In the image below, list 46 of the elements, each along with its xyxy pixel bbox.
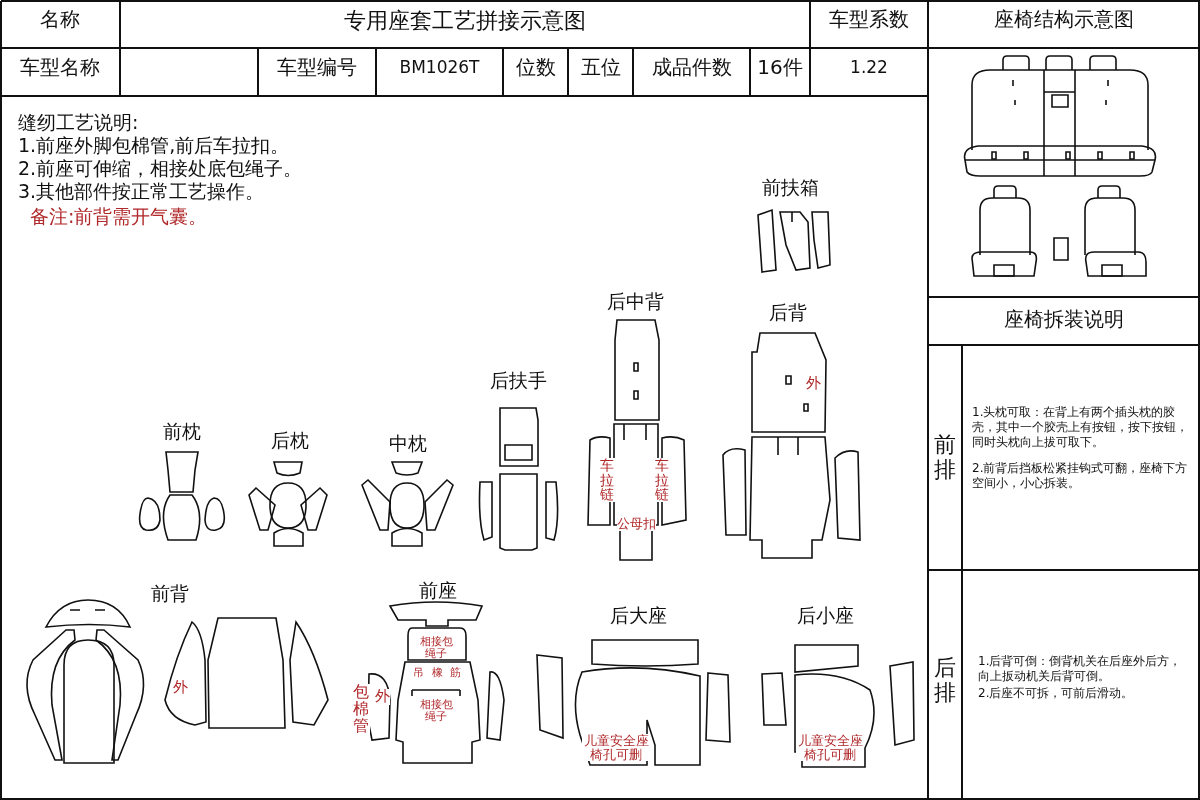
table-label: 名称 (39, 8, 81, 31)
table-label: 成品件数 (650, 56, 733, 79)
part-label: 前背 (150, 583, 190, 605)
note-text: 2.前座可伸缩，相接处底包绳子。 (18, 158, 304, 180)
note-text: 3.其他部件按正常工艺操作。 (18, 181, 266, 203)
part-label: 后背 (768, 302, 808, 324)
part-label: 前座 (418, 580, 458, 602)
table-value: 五位 (579, 56, 622, 79)
part-label: 前扶箱 (760, 177, 820, 199)
sewing-note: 相接包绳子 (418, 636, 454, 660)
table-value: 16件 (756, 56, 804, 79)
table-label: 位数 (514, 56, 557, 79)
table-value: 1.22 (849, 58, 889, 78)
sewing-note: 儿童安全座椅孔可删 (796, 734, 864, 762)
part-label: 后中背 (605, 291, 665, 313)
sewing-note: 外 (173, 680, 188, 696)
panel-heading: 座椅拆装说明 (1003, 308, 1125, 331)
sewing-note: 包棉管 (352, 684, 370, 735)
note-text: 1.前座外脚包棉管,前后车拉扣。 (18, 135, 291, 157)
sewing-note: 外 (806, 376, 821, 392)
notes-heading: 缝纫工艺说明: (18, 112, 140, 134)
instruction-text: 2.前背后挡板松紧挂钩式可翻，座椅下方空间小，小心拆装。 (972, 461, 1189, 491)
instruction-text: 1.头枕可取：在背上有两个插头枕的胶壳，其中一个胶壳上有按钮，按下按钮，同时头枕向上拔可取下。 (972, 405, 1189, 450)
sewing-note: 公母扣 (617, 517, 656, 531)
part-label: 后小座 (795, 605, 855, 627)
panel-heading: 座椅结构示意图 (993, 8, 1135, 31)
instruction-text: 2.后座不可拆，可前后滑动。 (978, 686, 1135, 701)
part-label: 中枕 (388, 433, 428, 455)
sewing-note: 儿童安全座椅孔可删 (582, 734, 650, 762)
instruction-text: 1.后背可倒：倒背机关在后座外后方，向上扳动机关后背可倒。 (978, 654, 1183, 684)
sewing-note: 车拉链 (653, 458, 671, 503)
sewing-note: 车拉链 (598, 458, 616, 503)
part-label: 后大座 (608, 605, 668, 627)
part-label: 后枕 (270, 430, 310, 452)
table-value: BM1026T (398, 58, 481, 78)
part-label: 前枕 (162, 421, 202, 443)
sewing-note: 相接包绳子 (418, 699, 454, 723)
row-label: 后排 (933, 655, 957, 706)
sewing-note: 外 (375, 689, 390, 705)
part-label: 后扶手 (488, 370, 548, 392)
table-label: 车型系数 (828, 8, 910, 31)
remark-text: 备注:前背需开气囊。 (30, 206, 209, 228)
table-label: 车型名称 (19, 56, 101, 79)
row-label: 前排 (933, 432, 957, 483)
diagram-title: 专用座套工艺拼接示意图 (343, 8, 587, 34)
table-label: 车型编号 (276, 56, 358, 79)
